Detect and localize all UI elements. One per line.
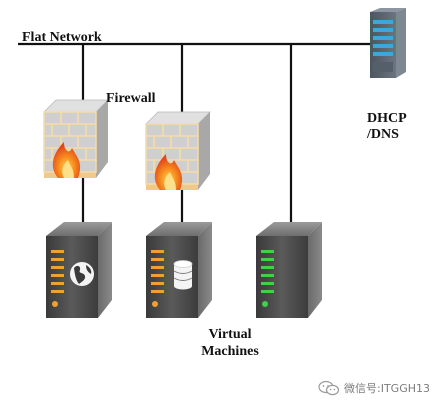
database-icon <box>173 260 193 290</box>
dhcp-server-icon <box>370 8 406 78</box>
firewall-icon <box>145 111 211 190</box>
wechat-icon <box>318 380 340 396</box>
network-label: Flat Network <box>22 30 102 45</box>
server-icon <box>146 222 212 318</box>
virtual-machines-label: Virtual Machines <box>192 326 268 360</box>
server-icon <box>256 222 322 318</box>
flame-icon <box>52 142 81 178</box>
vm-label-line1: Virtual <box>208 327 252 342</box>
dhcp-dns-label: DHCP /DNS <box>367 111 407 143</box>
dhcp-label-line2: /DNS <box>367 127 399 142</box>
watermark-text: 微信号:ITGGH13 <box>344 382 430 395</box>
watermark: 微信号:ITGGH13 <box>318 380 430 396</box>
dhcp-label-line1: DHCP <box>367 111 407 126</box>
flame-icon <box>154 154 183 190</box>
vm-label-line2: Machines <box>201 344 259 359</box>
firewall-label: Firewall <box>106 91 156 106</box>
server-icon <box>46 222 112 318</box>
globe-icon <box>70 262 94 286</box>
firewall-icon <box>43 99 109 178</box>
